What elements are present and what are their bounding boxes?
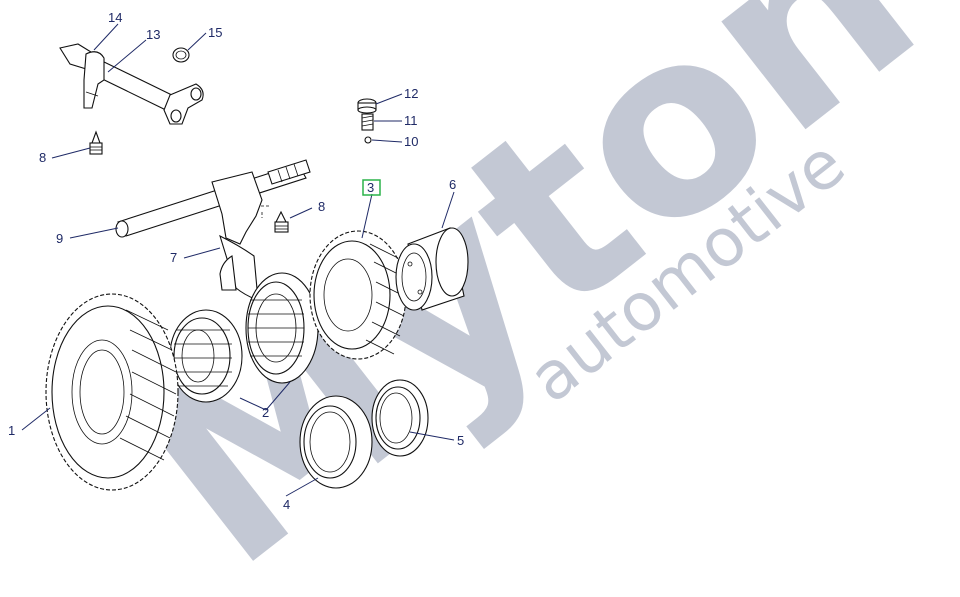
plug-part-12 bbox=[357, 98, 377, 114]
gear-part-3 bbox=[309, 230, 407, 360]
detent-plunger-part-8-lower bbox=[251, 205, 289, 233]
watermark-brand: Myton bbox=[92, 0, 960, 597]
callout-15[interactable]: 15 bbox=[208, 25, 222, 40]
callout-13[interactable]: 13 bbox=[146, 27, 160, 42]
shift-lever-part-14 bbox=[83, 51, 105, 109]
callout-3-highlight-box bbox=[362, 179, 381, 196]
selector-shaft-part-13 bbox=[59, 43, 204, 125]
callout-4[interactable]: 4 bbox=[283, 497, 290, 512]
callout-1[interactable]: 1 bbox=[8, 423, 15, 438]
callout-6[interactable]: 6 bbox=[449, 177, 456, 192]
bearing-part-4 bbox=[299, 395, 373, 489]
gear-part-1 bbox=[45, 293, 179, 491]
bearing-part-6 bbox=[395, 227, 469, 311]
synchro-sleeve bbox=[245, 272, 319, 384]
callout-labels: 1 2 3 4 5 6 7 8 8 9 10 11 12 13 14 15 bbox=[8, 10, 464, 512]
callout-7[interactable]: 7 bbox=[170, 250, 177, 265]
callout-9[interactable]: 9 bbox=[56, 231, 63, 246]
ring-part-5 bbox=[371, 379, 429, 457]
spring-part-11 bbox=[361, 113, 374, 131]
o-ring-part-15 bbox=[172, 47, 190, 63]
shift-rod-part-9 bbox=[115, 159, 311, 238]
callout-12[interactable]: 12 bbox=[404, 86, 418, 101]
callout-8-lower[interactable]: 8 bbox=[318, 199, 325, 214]
leader-lines bbox=[21, 23, 455, 497]
callout-3[interactable]: 3 bbox=[367, 180, 374, 195]
detent-plunger-part-8-upper bbox=[89, 130, 103, 155]
callout-2[interactable]: 2 bbox=[262, 405, 269, 420]
callout-14[interactable]: 14 bbox=[108, 10, 122, 25]
callout-8-upper[interactable]: 8 bbox=[39, 150, 46, 165]
callout-10[interactable]: 10 bbox=[404, 134, 418, 149]
callout-11[interactable]: 11 bbox=[404, 113, 418, 128]
shift-fork-part-7 bbox=[211, 171, 263, 301]
callout-5[interactable]: 5 bbox=[457, 433, 464, 448]
synchro-hub-part-2 bbox=[169, 309, 243, 403]
watermark: Myton automotive bbox=[92, 0, 960, 597]
ball-part-10 bbox=[364, 136, 372, 144]
